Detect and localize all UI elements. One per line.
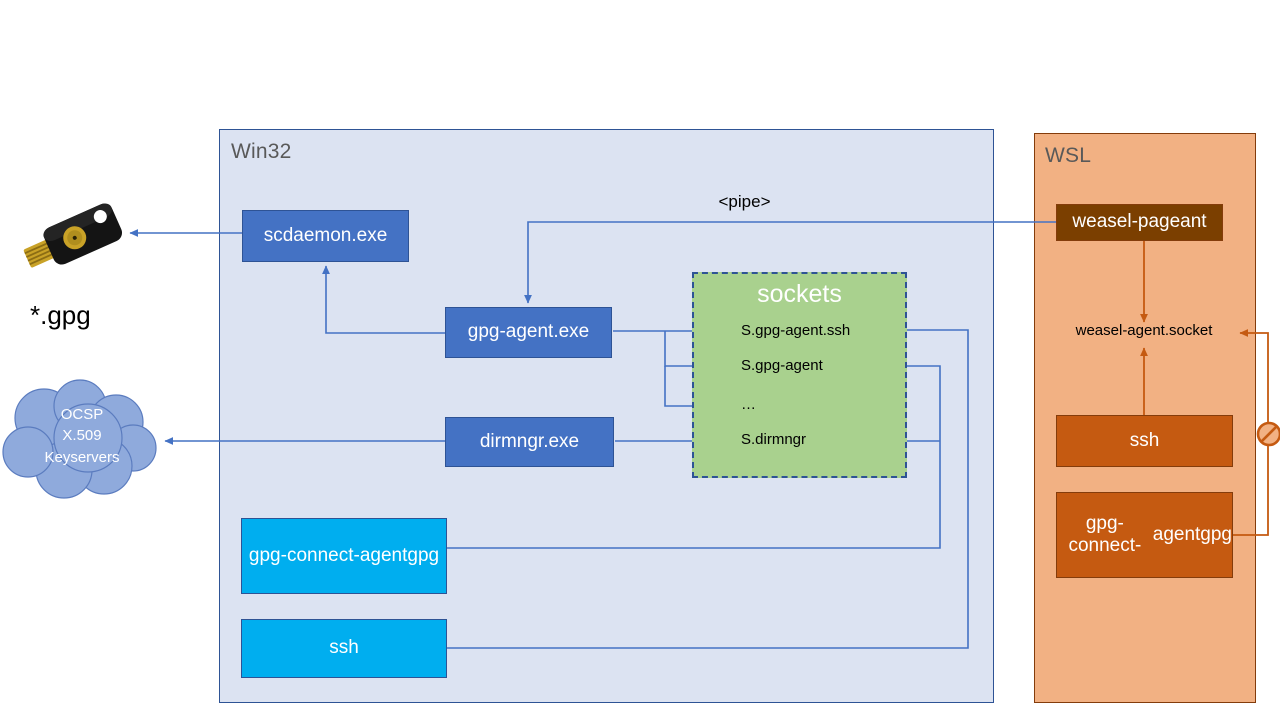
gpg-files-label: *.gpg — [30, 300, 91, 330]
wsl-panel-title: WSL — [1045, 144, 1092, 167]
node-gpg-agent-exe[interactable]: gpg-agent.exe — [445, 307, 612, 358]
node-wsl-ssh[interactable]: ssh — [1056, 415, 1233, 467]
win32-panel-title: Win32 — [231, 140, 292, 163]
socket-entry-gpg-agent: S.gpg-agent — [741, 357, 823, 374]
node-scdaemon-exe[interactable]: scdaemon.exe — [242, 210, 409, 262]
security-key-icon — [23, 203, 123, 268]
node-weasel-pageant[interactable]: weasel-pageant — [1056, 204, 1223, 241]
prohibited-icon — [1256, 421, 1280, 447]
socket-entry-gpg-agent-ssh: S.gpg-agent.ssh — [741, 322, 851, 339]
keyservers-cloud-shape — [2, 379, 157, 499]
sockets-group — [692, 272, 907, 478]
socket-entry-dirmngr: S.dirmngr — [741, 431, 807, 448]
node-win32-ssh[interactable]: ssh — [241, 619, 447, 678]
socket-entry-ellipsis: … — [741, 396, 756, 413]
sockets-group-title: sockets — [757, 280, 842, 308]
node-dirmngr-exe[interactable]: dirmngr.exe — [445, 417, 614, 467]
weasel-agent-socket-label: weasel-agent.socket — [1075, 322, 1213, 339]
pipe-connection-label: <pipe> — [718, 192, 771, 211]
